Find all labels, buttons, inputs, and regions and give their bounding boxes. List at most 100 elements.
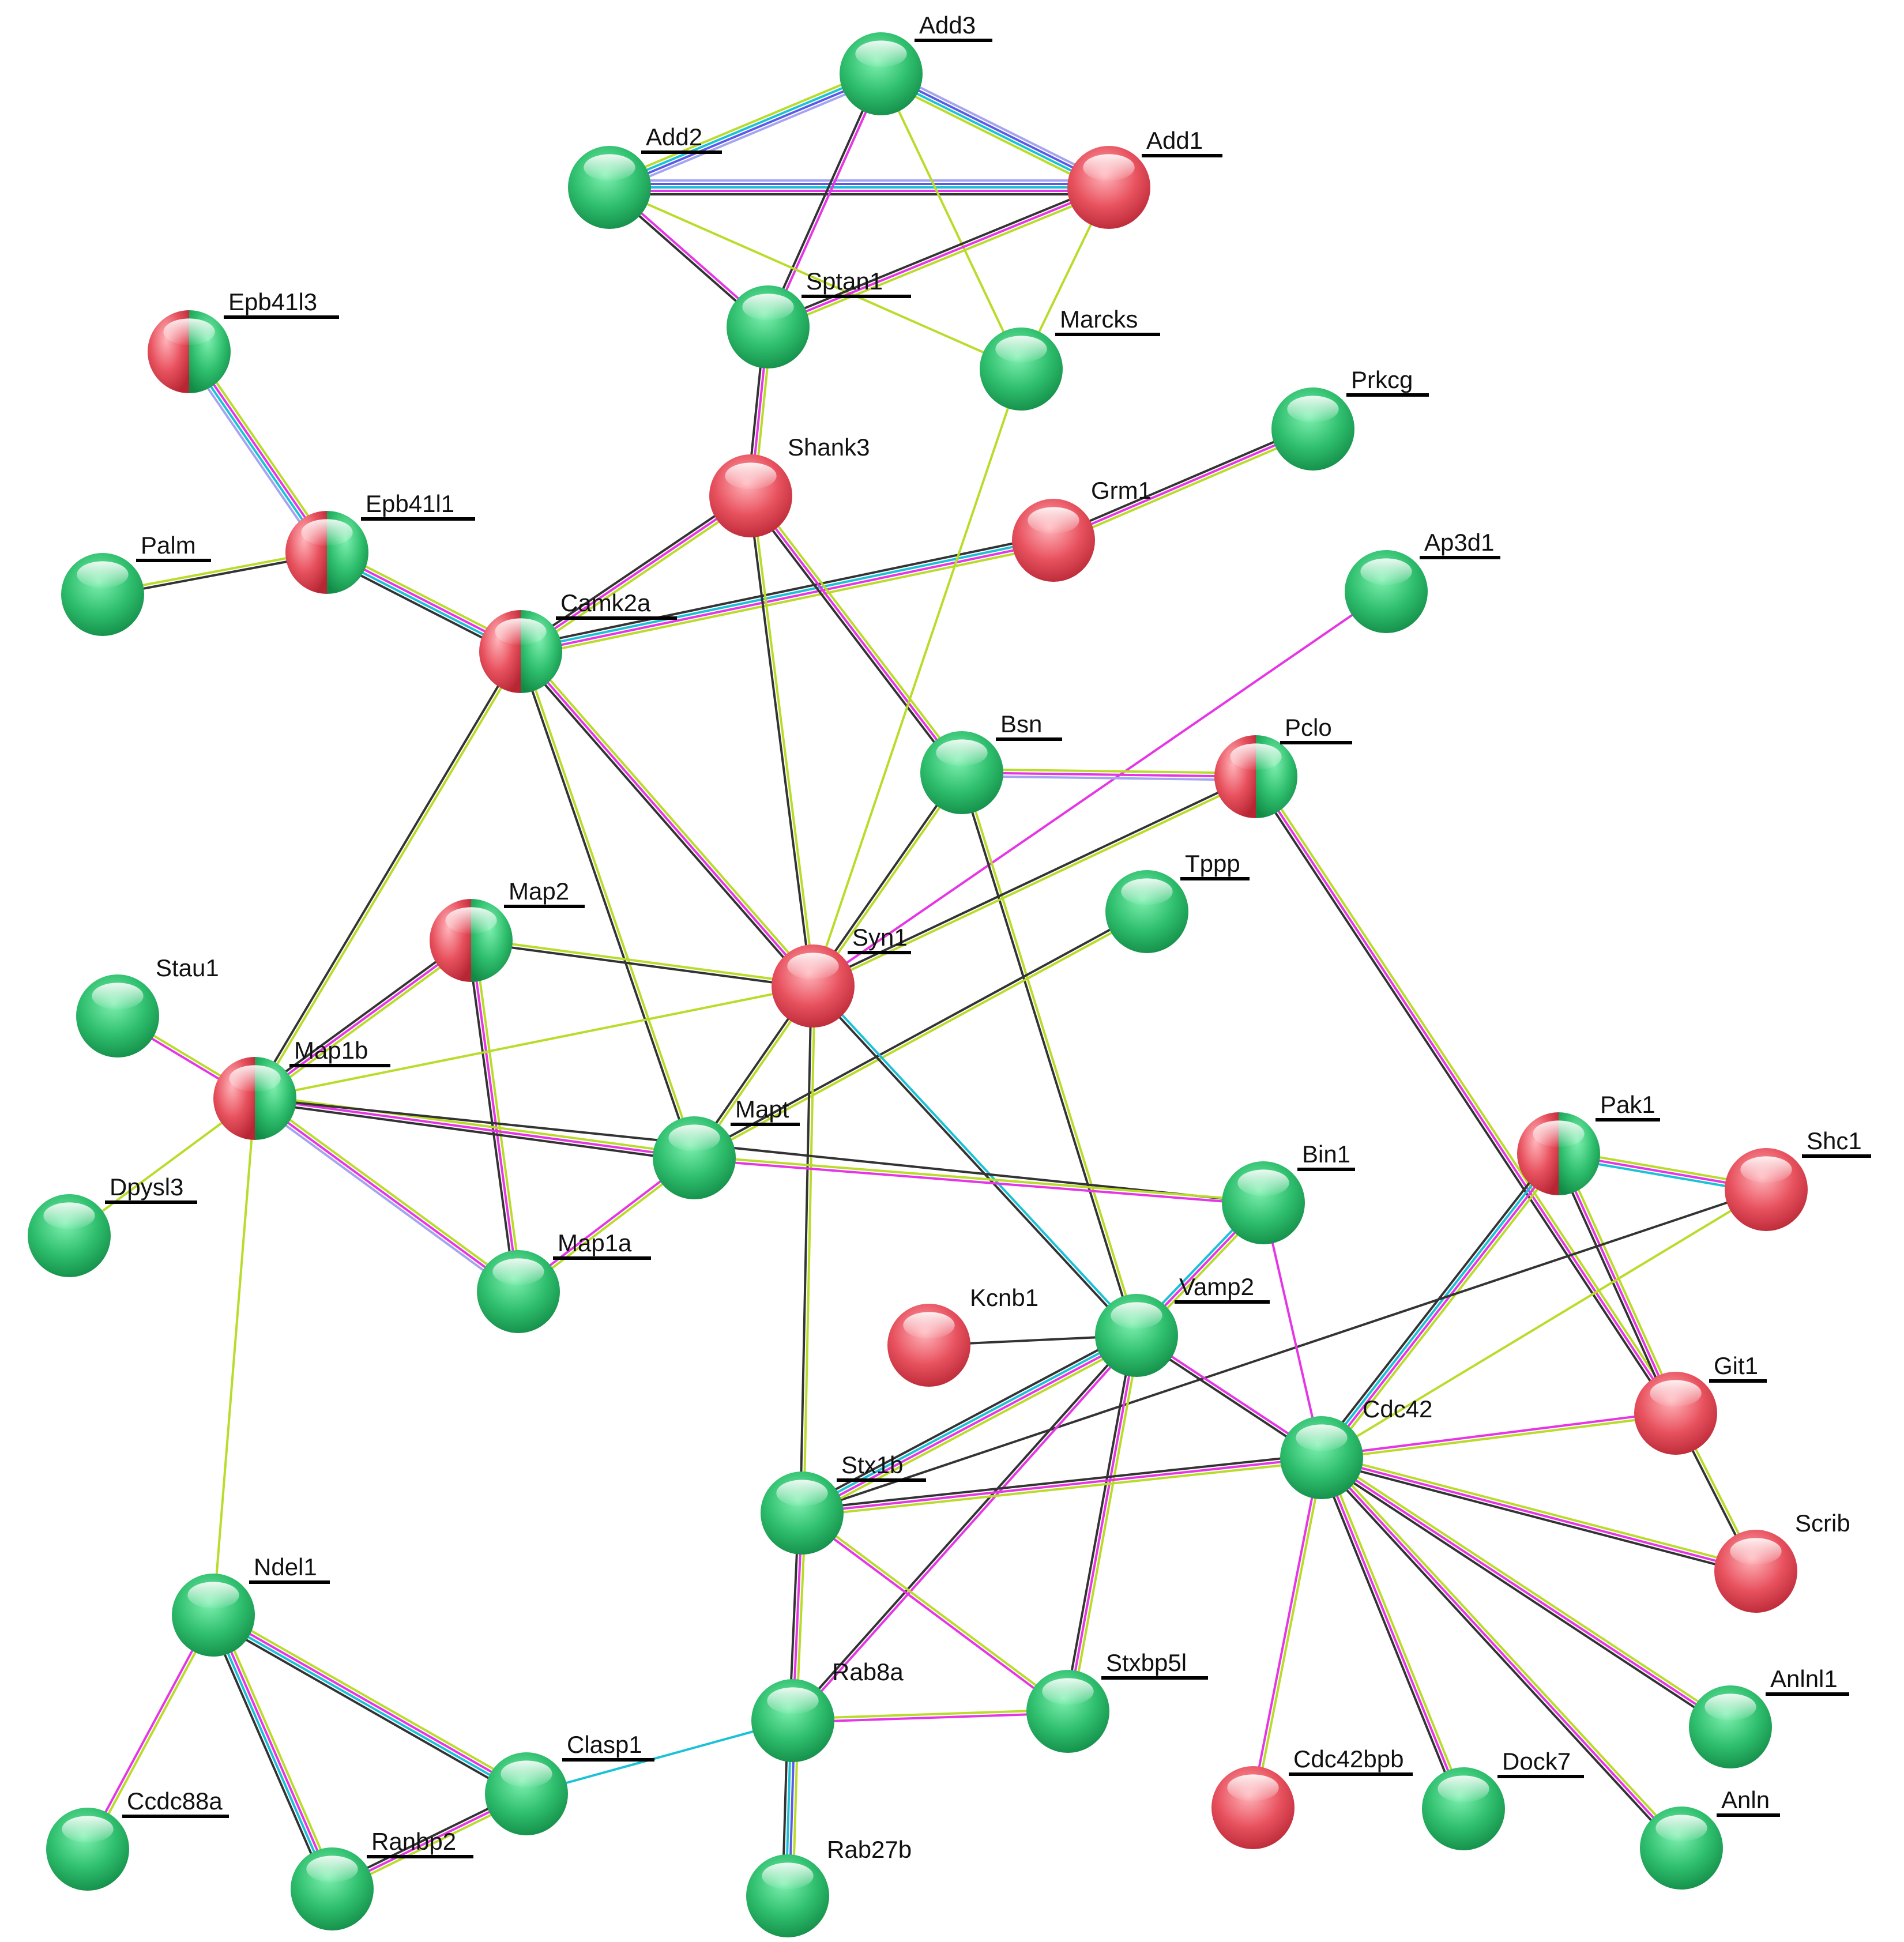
edge-stripe xyxy=(1322,1153,1561,1460)
node-epb41l3[interactable]: Epb41l3 xyxy=(148,288,339,393)
edge-stripe xyxy=(255,942,475,1102)
edge-stripe xyxy=(1320,1413,1677,1461)
node-anlnl1[interactable]: Anlnl1 xyxy=(1689,1665,1849,1768)
node-dock7[interactable]: Dock7 xyxy=(1422,1748,1584,1850)
node-marcks[interactable]: Marcks xyxy=(980,306,1160,411)
node-label: Palm xyxy=(141,532,196,559)
node-gloss xyxy=(495,618,547,645)
node-pclo[interactable]: Pclo xyxy=(1214,714,1352,818)
node-gloss xyxy=(903,1312,955,1339)
node-gloss xyxy=(92,983,144,1010)
node-palm[interactable]: Palm xyxy=(61,532,211,636)
edge-stripe xyxy=(1324,1156,1564,1462)
node-label: Rab27b xyxy=(827,1836,912,1863)
node-dpysl3[interactable]: Dpysl3 xyxy=(28,1173,197,1277)
node-camk2a[interactable]: Camk2a xyxy=(479,589,677,693)
node-stxbp5l[interactable]: Stxbp5l xyxy=(1026,1649,1208,1753)
node-syn1[interactable]: Syn1 xyxy=(772,924,911,1028)
node-gloss xyxy=(995,336,1047,363)
edge-stripe xyxy=(254,1097,695,1159)
node-shc1[interactable]: Shc1 xyxy=(1725,1127,1871,1231)
node-add1[interactable]: Add1 xyxy=(1067,127,1222,229)
node-bsn[interactable]: Bsn xyxy=(920,710,1062,814)
node-label: Tppp xyxy=(1185,850,1240,877)
node-map1b[interactable]: Map1b xyxy=(213,1037,390,1140)
edge-stripe xyxy=(466,939,517,1293)
edge-rab8a-clasp1 xyxy=(525,1719,794,1795)
node-gloss xyxy=(77,561,129,588)
node-mapt[interactable]: Mapt xyxy=(653,1096,800,1199)
edge-stripe xyxy=(768,189,1112,332)
node-vamp2[interactable]: Vamp2 xyxy=(1095,1273,1270,1377)
node-gloss xyxy=(1227,1774,1279,1801)
node-rab27b[interactable]: Rab27b xyxy=(746,1836,912,1937)
node-pak1[interactable]: Pak1 xyxy=(1517,1091,1660,1195)
edge-pak1-cdc42 xyxy=(1316,1149,1564,1462)
edge-stripe xyxy=(693,1158,1265,1206)
edge-cdc42-cdc42bpb xyxy=(1250,1456,1324,1809)
node-ccdc88a[interactable]: Ccdc88a xyxy=(46,1787,229,1891)
node-kcnb1[interactable]: Kcnb1 xyxy=(887,1284,1038,1387)
edge-add3-add2 xyxy=(606,67,885,194)
edge-stripe xyxy=(517,492,750,650)
node-add2[interactable]: Add2 xyxy=(568,123,722,229)
node-scrib[interactable]: Scrib xyxy=(1714,1510,1850,1613)
edge-rab8a-stxbp5l xyxy=(791,1708,1070,1723)
node-label: Map2 xyxy=(509,878,569,905)
edge-stripe xyxy=(750,495,963,774)
edge-stripe xyxy=(800,1453,1323,1511)
edge-stripe xyxy=(810,986,1137,1338)
edge-stripe xyxy=(803,1338,1141,1519)
node-add3[interactable]: Add3 xyxy=(840,12,992,115)
node-ndel1[interactable]: Ndel1 xyxy=(172,1553,330,1657)
edge-stripe xyxy=(1255,776,1677,1414)
edge-stripe xyxy=(1051,424,1313,539)
edge-stripe xyxy=(609,74,883,190)
node-cdc42[interactable]: Cdc42 xyxy=(1280,1395,1432,1499)
node-shank3[interactable]: Shank3 xyxy=(709,434,870,537)
node-ranbp2[interactable]: Ranbp2 xyxy=(291,1828,473,1930)
edge-stripe xyxy=(812,777,1258,989)
node-gloss xyxy=(936,739,988,766)
edge-map2-map1b xyxy=(251,936,475,1102)
edge-stripe xyxy=(768,73,884,329)
edge-stripe xyxy=(961,771,1257,778)
node-git1[interactable]: Git1 xyxy=(1634,1352,1767,1455)
node-label: Ndel1 xyxy=(254,1553,317,1580)
node-stau1[interactable]: Stau1 xyxy=(76,954,219,1057)
edge-stripe xyxy=(799,984,813,1514)
node-label: Anlnl1 xyxy=(1770,1665,1838,1692)
edge-stripe xyxy=(751,494,816,987)
edge-ap3d1-syn1 xyxy=(812,590,1387,987)
node-label: Pclo xyxy=(1285,714,1332,741)
edge-stripe xyxy=(791,1708,1069,1721)
node-ap3d1[interactable]: Ap3d1 xyxy=(1345,529,1500,633)
edge-stripe xyxy=(518,650,694,1160)
edge-stripe xyxy=(790,1333,1137,1721)
node-map1a[interactable]: Map1a xyxy=(477,1229,651,1333)
node-cdc42bpb[interactable]: Cdc42bpb xyxy=(1211,1745,1413,1849)
node-map2[interactable]: Map2 xyxy=(430,878,585,982)
node-label: Rab8a xyxy=(832,1658,904,1685)
edge-add1-sptan1 xyxy=(765,183,1112,332)
edge-stripe xyxy=(962,771,1139,1337)
edge-stripe xyxy=(961,768,1258,775)
node-prkcg[interactable]: Prkcg xyxy=(1271,366,1429,471)
node-tppp[interactable]: Tppp xyxy=(1105,850,1250,953)
edge-add2-add1 xyxy=(608,179,1110,195)
node-stx1b[interactable]: Stx1b xyxy=(761,1451,926,1555)
node-label: Shank3 xyxy=(788,434,870,461)
edge-add3-add1 xyxy=(877,67,1113,194)
node-grm1[interactable]: Grm1 xyxy=(1012,477,1152,582)
edge-stripe xyxy=(251,936,471,1097)
node-clasp1[interactable]: Clasp1 xyxy=(485,1731,654,1835)
edge-stripe xyxy=(812,368,1022,987)
edge-shank3-bsn xyxy=(747,492,966,776)
node-anln[interactable]: Anln xyxy=(1640,1786,1780,1890)
edge-stripe xyxy=(211,1615,527,1797)
node-bin1[interactable]: Bin1 xyxy=(1222,1141,1355,1244)
edge-stripe xyxy=(792,1711,1070,1723)
node-epb41l1[interactable]: Epb41l1 xyxy=(285,490,475,594)
node-rab8a[interactable]: Rab8a xyxy=(751,1658,904,1762)
node-sptan1[interactable]: Sptan1 xyxy=(727,268,911,368)
